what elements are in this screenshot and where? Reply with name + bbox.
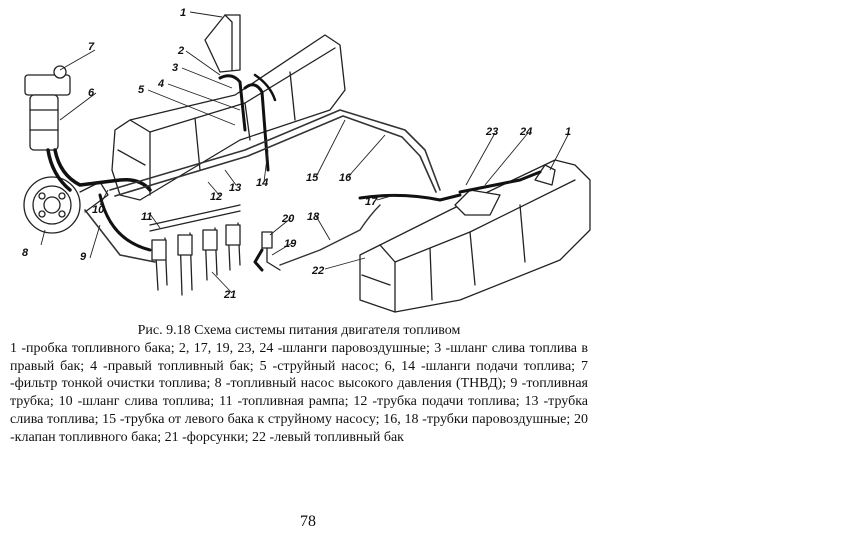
callout-label: 13	[229, 182, 241, 194]
callout-label: 17	[365, 196, 378, 208]
callout-label: 15	[306, 172, 319, 184]
callout-label: 20	[281, 213, 295, 225]
callout-label: 4	[157, 78, 164, 90]
fuel-rail	[149, 204, 241, 232]
callout-label: 10	[92, 204, 105, 216]
callout-label: 18	[307, 211, 320, 223]
callout-label: 22	[311, 265, 324, 277]
fine-fuel-filter	[24, 65, 71, 151]
callout-label: 16	[339, 172, 352, 184]
callout-label: 12	[210, 191, 222, 203]
caption-title: Рис. 9.18 Схема системы питания двигател…	[137, 323, 461, 338]
callout-label: 23	[485, 126, 498, 138]
right-fuel-tank	[111, 14, 346, 201]
injectors	[151, 222, 241, 296]
callout-label: 24	[519, 126, 532, 138]
left-fuel-tank	[359, 159, 591, 313]
callout-label: 1	[565, 126, 571, 138]
fuel-tank-valve	[261, 231, 281, 271]
callout-label: 2	[177, 45, 184, 57]
figure-caption: Рис. 9.18 Схема системы питания двигател…	[10, 322, 588, 447]
fuel-system-diagram: 1 2 3 4 5 6 7 8 9 10 11 12 13 14 15 16 1…	[22, 7, 591, 313]
callout-label: 14	[256, 177, 268, 189]
callout-label: 3	[172, 62, 178, 74]
callout-label: 11	[141, 211, 152, 223]
callout-label: 1	[180, 7, 186, 19]
high-pressure-fuel-pump	[23, 176, 109, 234]
page-number: 78	[300, 513, 316, 530]
callout-label: 5	[138, 84, 145, 96]
callout-label: 7	[88, 41, 95, 53]
callout-label: 6	[88, 87, 95, 99]
callout-label: 9	[80, 251, 87, 263]
caption-legend: 1 -пробка топливного бака; 2, 17, 19, 23…	[10, 340, 588, 445]
callout-label: 8	[22, 247, 29, 259]
callout-label: 21	[223, 289, 236, 301]
callout-label: 19	[284, 238, 297, 250]
hoses	[46, 73, 542, 272]
leader-lines	[40, 11, 570, 294]
